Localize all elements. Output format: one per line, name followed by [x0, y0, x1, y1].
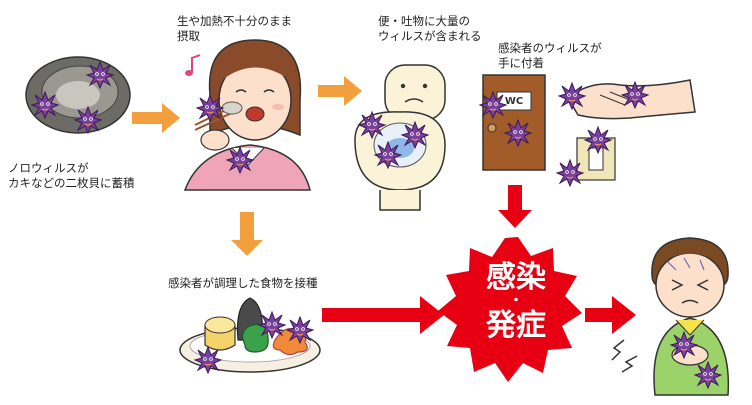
music-note-icon [185, 55, 200, 76]
arrow-oyster-to-eating [132, 103, 180, 133]
arrow-hands-to-result [498, 185, 532, 228]
arrow-result-to-child [585, 296, 636, 334]
door-sign-text: WC [497, 94, 531, 110]
arrow-eating-to-food [231, 212, 263, 256]
arrow-eating-to-toilet [318, 76, 362, 106]
caption-food: 感染者が調理した食物を接種 [168, 276, 318, 291]
result-text-onset: 発症 [468, 310, 564, 342]
caption-hands: 感染者のウィルスが 手に付着 [498, 41, 602, 71]
result-text-dot: ・ [468, 294, 564, 308]
caption-toilet: 便・吐物に大量の ウィルスが含まれる [378, 14, 482, 44]
toilet-illustration [355, 65, 445, 210]
result-text-infection: 感染 [468, 262, 564, 294]
handshake-illustration [559, 80, 695, 119]
food-plate-illustration [180, 298, 320, 373]
caption-eating: 生や加熱不十分のまま 摂取 [177, 14, 292, 44]
arrow-food-to-result [322, 296, 444, 334]
door-illustration [480, 75, 545, 170]
caption-oyster: ノロウィルスが カキなどの二枚貝に蓄積 [8, 161, 135, 191]
oyster-illustration [26, 57, 130, 133]
light-switch-illustration [557, 127, 615, 186]
woman-eating-illustration [185, 40, 310, 190]
